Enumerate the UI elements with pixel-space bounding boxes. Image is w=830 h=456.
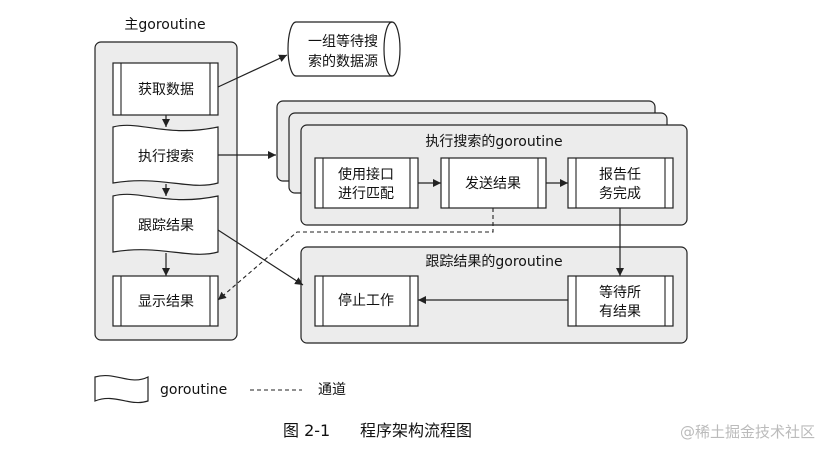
step-match-interface: 使用接口 进行匹配 [314,157,419,209]
step-wait-all-line2: 有结果 [599,304,641,320]
step-report-done: 报告任 务完成 [567,157,674,209]
figure-caption: 程序架构流程图 [360,421,472,440]
step-report-done-line2: 务完成 [599,186,641,202]
step-wait-all: 等待所 有结果 [567,275,674,327]
step-display-results: 显示结果 [112,275,219,327]
data-source-line1: 一组等待搜 [308,33,378,50]
search-goroutine-title: 执行搜索的goroutine [425,133,562,150]
legend-goroutine-label: goroutine [160,382,227,398]
step-match-interface-line1: 使用接口 [338,166,394,183]
step-stop-work: 停止工作 [314,275,419,327]
step-stop-work-label: 停止工作 [338,292,394,309]
arrow-fetch-to-source [217,54,288,88]
figure-number: 图 2-1 [283,421,330,440]
step-send-results: 发送结果 [440,157,547,209]
step-track-results: 跟踪结果 [112,193,219,255]
watermark: @稀土掘金技术社区 [680,423,815,441]
step-report-done-line1: 报告任 [599,167,641,183]
main-goroutine-title: 主goroutine [124,17,205,33]
step-run-search: 执行搜索 [112,124,219,186]
step-track-results-label: 跟踪结果 [138,218,194,234]
step-send-results-label: 发送结果 [465,176,521,192]
data-source-line2: 索的数据源 [308,53,378,70]
step-match-interface-line2: 进行匹配 [338,186,394,202]
track-goroutine-title: 跟踪结果的goroutine [425,254,562,270]
legend-channel-label: 通道 [318,382,346,398]
channel-send-to-display [217,208,494,301]
legend: goroutine 通道 [94,375,346,404]
legend-goroutine-shape [94,375,149,404]
data-source-cylinder: 一组等待搜 索的数据源 [287,21,401,77]
step-wait-all-line1: 等待所 [599,284,641,301]
arrow-track-to-stop [217,229,304,286]
step-fetch-data-label: 获取数据 [138,82,194,98]
step-run-search-label: 执行搜索 [138,148,194,165]
step-fetch-data: 获取数据 [112,62,219,116]
step-display-results-label: 显示结果 [138,294,194,310]
